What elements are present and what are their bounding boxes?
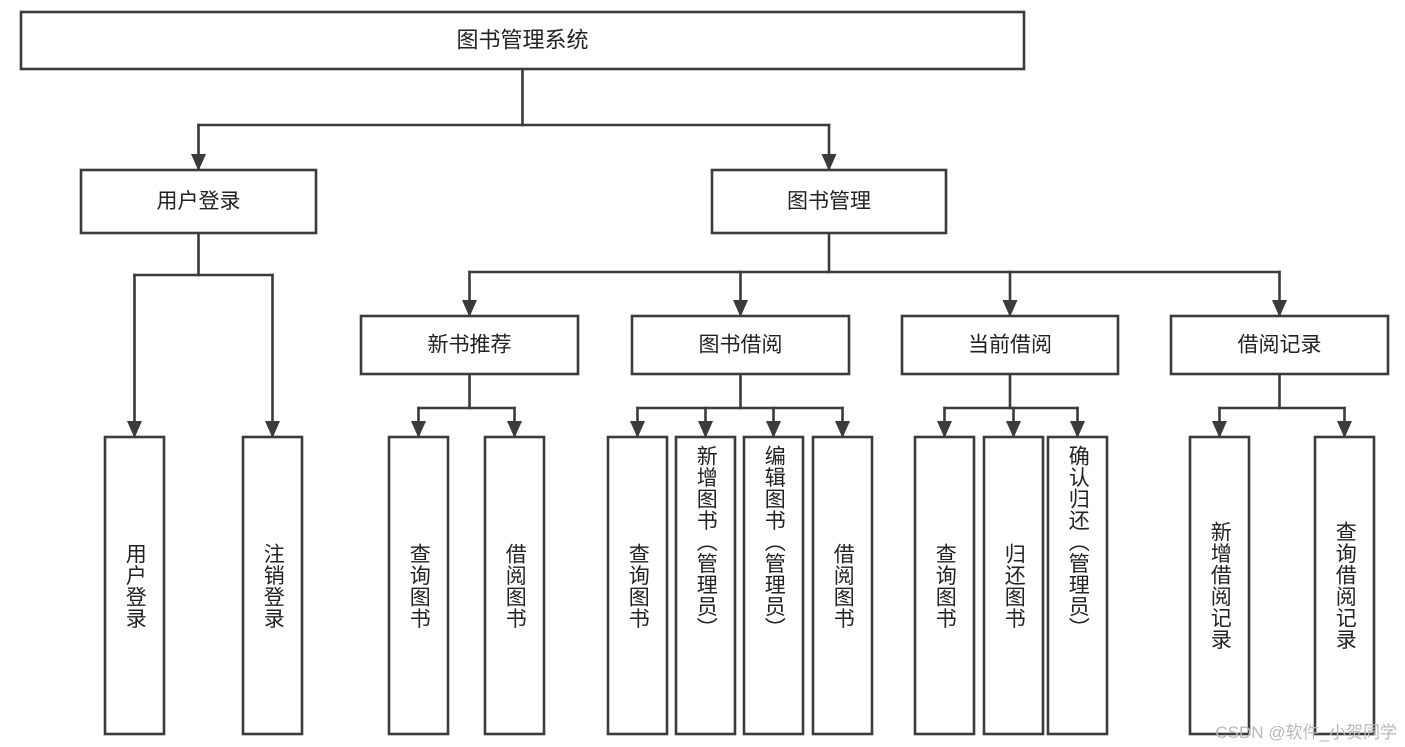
node-label-root: 图书管理系统	[456, 27, 588, 52]
node-label-l3-新书推荐: 新书推荐	[428, 334, 512, 357]
arrow-head-icon	[265, 421, 280, 438]
node-leaf-查询图书-8[interactable]	[913, 435, 976, 736]
arrow-head-icon	[630, 421, 645, 438]
node-leaf-新增图书管理员-5[interactable]	[674, 435, 737, 736]
arrow-head-icon	[1002, 300, 1018, 317]
arrow-head-icon	[1337, 421, 1352, 438]
arrow-head-icon	[507, 421, 522, 438]
arrow-head-icon	[1212, 421, 1227, 438]
arrow-head-icon	[821, 154, 837, 171]
node-l2-图书管理[interactable]	[710, 168, 948, 235]
arrow-head-icon	[733, 300, 748, 317]
node-leaf-借阅图书-3[interactable]	[483, 435, 546, 736]
arrow-head-icon	[766, 421, 781, 438]
node-l3-图书借阅[interactable]	[630, 314, 851, 376]
node-label-l3-当前借阅: 当前借阅	[968, 334, 1052, 357]
node-leaf-注销登录-1[interactable]	[241, 435, 304, 736]
node-leaf-查询图书-4[interactable]	[606, 435, 669, 736]
arrow-head-icon	[191, 154, 206, 171]
arrow-head-icon	[411, 421, 426, 438]
node-l2-用户登录[interactable]	[79, 168, 318, 235]
node-label-l3-借阅记录: 借阅记录	[1238, 334, 1322, 357]
node-boxes	[19, 10, 1390, 736]
watermark-text: CSDN @软件_小贺同学	[1215, 723, 1397, 742]
node-l3-借阅记录[interactable]	[1169, 314, 1390, 376]
arrow-head-icon	[1006, 421, 1021, 438]
arrow-head-icon	[835, 421, 850, 438]
node-label-l3-图书借阅: 图书借阅	[699, 334, 783, 357]
arrow-head-icon	[1272, 300, 1287, 317]
node-label-l2-用户登录: 用户登录	[157, 190, 241, 213]
node-l3-当前借阅[interactable]	[900, 314, 1120, 376]
node-leaf-新增借阅记录-11[interactable]	[1188, 435, 1251, 736]
connector-lines	[127, 67, 1352, 438]
arrow-head-icon	[127, 421, 142, 438]
node-root-图书管理系统[interactable]	[19, 10, 1026, 71]
arrow-head-icon	[462, 300, 477, 317]
node-leaf-借阅图书-7[interactable]	[811, 435, 874, 736]
node-leaf-归还图书-9[interactable]	[982, 435, 1045, 736]
node-leaf-编辑图书管理员-6[interactable]	[742, 435, 805, 736]
node-l3-新书推荐[interactable]	[359, 314, 580, 376]
node-leaf-查询图书-2[interactable]	[387, 435, 450, 736]
arrow-head-icon	[1070, 421, 1085, 438]
arrow-head-icon	[698, 421, 713, 438]
node-leaf-确认归还管理员-10[interactable]	[1046, 435, 1109, 736]
node-leaf-用户登录-0[interactable]	[103, 435, 166, 736]
arrow-head-icon	[937, 421, 952, 438]
node-leaf-查询借阅记录-12[interactable]	[1313, 435, 1376, 736]
node-label-l2-图书管理: 图书管理	[787, 190, 871, 213]
